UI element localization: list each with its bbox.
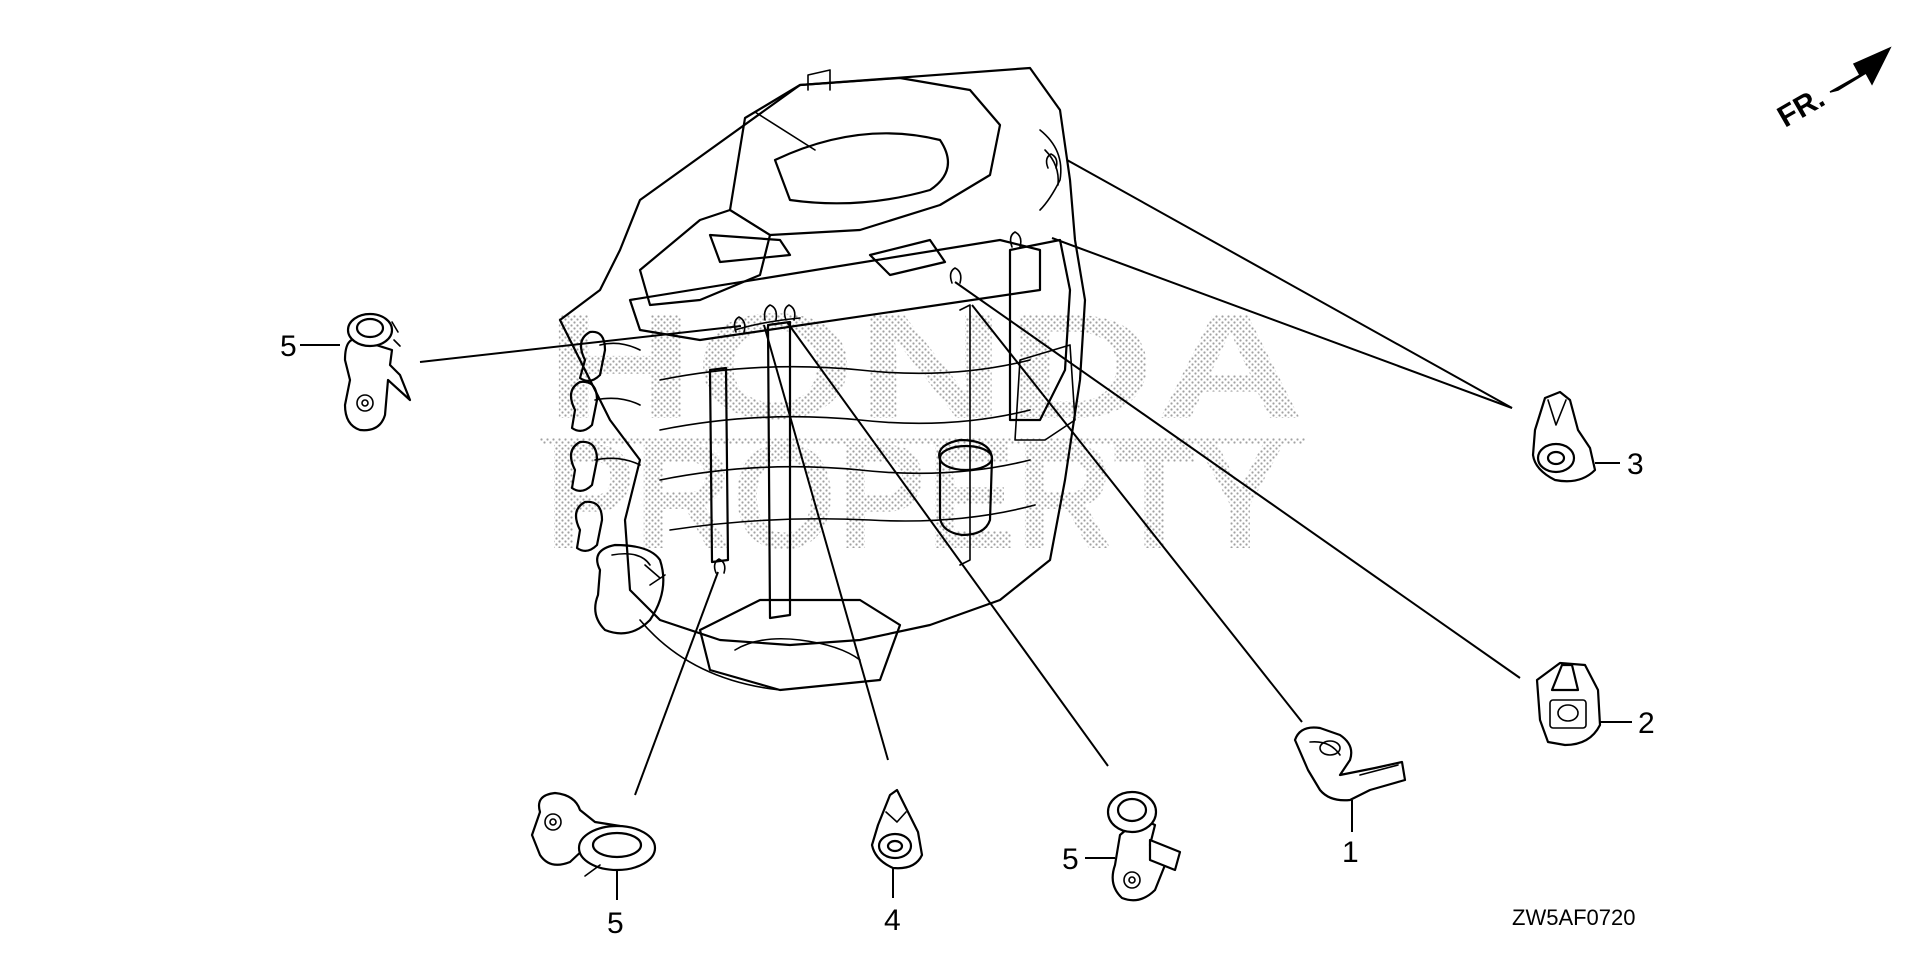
leader-line-5c [634, 571, 719, 796]
direction-label: FR. [1772, 81, 1830, 134]
leader-line-3a [1066, 159, 1513, 409]
leader-line-5a [419, 325, 742, 363]
hose-clip-part-1[interactable] [1293, 726, 1407, 802]
cable-clip-part-3[interactable] [1531, 390, 1597, 483]
watermark: HONDA PROPERTY [540, 282, 1305, 580]
callout-1: 1 [1342, 836, 1359, 869]
leader-line-3b [1051, 237, 1513, 409]
front-direction-indicator: FR. [1772, 46, 1892, 134]
callout-3: 3 [1627, 448, 1644, 481]
leader-line-1 [971, 304, 1303, 723]
push-clip-part-4[interactable] [870, 788, 924, 870]
cable-clip-part-2[interactable] [1535, 661, 1602, 747]
band-clip-part-5-top-left[interactable] [343, 312, 412, 432]
front-arrow-icon [1829, 46, 1892, 93]
leader-line-5b [786, 321, 1109, 767]
callout-5c: 5 [607, 907, 624, 940]
leader-line-4 [763, 324, 889, 761]
callout-2: 2 [1638, 707, 1655, 740]
watermark-text: HONDA [545, 282, 1305, 450]
ignition-coils [569, 330, 641, 552]
callout-5a: 5 [280, 330, 297, 363]
watermark-text-2: PROPERTY [545, 412, 1285, 580]
band-clip-part-5-bottom-right[interactable] [1106, 790, 1182, 902]
leader-line-2 [954, 281, 1521, 679]
diagram-code: ZW5AF0720 [1512, 905, 1636, 930]
band-clip-part-5-bottom-left[interactable] [530, 791, 657, 877]
callout-5b: 5 [1062, 843, 1079, 876]
leader-lines [419, 159, 1521, 796]
callout-4: 4 [884, 904, 901, 937]
